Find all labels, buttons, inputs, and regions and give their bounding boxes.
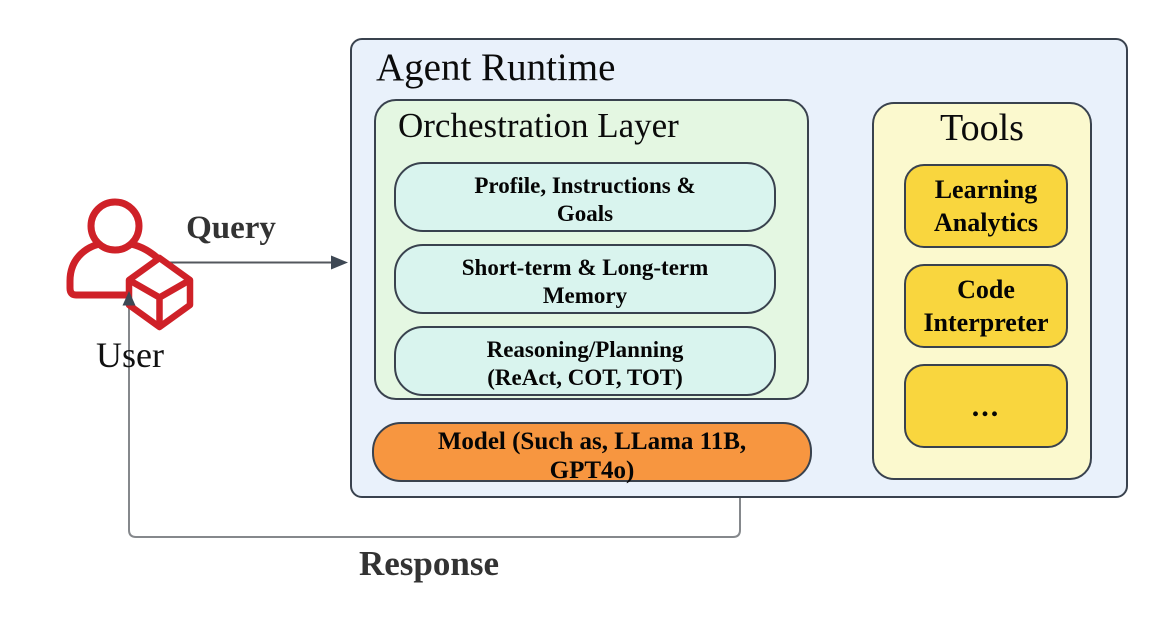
node-line: Model (Such as, LLama 11B, xyxy=(437,427,747,455)
node-line: GPT4o) xyxy=(549,456,635,484)
tools-box: Tools Learning Analytics Code Interprete… xyxy=(872,102,1092,480)
tool-learning-analytics: Learning Analytics xyxy=(904,164,1068,248)
node-line: Reasoning/Planning xyxy=(486,337,684,362)
person-body xyxy=(66,238,172,299)
node-line: Short-term & Long-term xyxy=(461,255,709,280)
tools-title: Tools xyxy=(940,107,1024,149)
tool-line: Interpreter xyxy=(923,308,1049,337)
tool-code-interpreter: Code Interpreter xyxy=(904,264,1068,348)
user-label: User xyxy=(96,335,164,375)
node-reasoning-planning: Reasoning/Planning (ReAct, COT, TOT) xyxy=(394,326,776,396)
orchestration-layer-title: Orchestration Layer xyxy=(398,106,679,145)
tool-ellipsis: ... xyxy=(904,364,1068,448)
node-line: Goals xyxy=(556,201,614,226)
tool-line: Analytics xyxy=(934,208,1038,237)
query-label: Query xyxy=(186,210,276,246)
response-label: Response xyxy=(358,544,500,583)
cube-edges xyxy=(127,277,192,327)
cube-icon xyxy=(125,254,194,331)
query-arrowhead xyxy=(331,255,348,270)
node-line: Memory xyxy=(542,283,628,308)
person-head xyxy=(87,198,143,254)
response-arrowhead xyxy=(122,291,136,306)
node-short-long-term-memory: Short-term & Long-term Memory xyxy=(394,244,776,314)
agent-runtime-title: Agent Runtime xyxy=(376,46,616,89)
node-model: Model (Such as, LLama 11B, GPT4o) xyxy=(372,422,812,484)
cube-outline xyxy=(125,254,194,331)
tool-line: Learning xyxy=(934,175,1038,204)
ellipsis-icon: ... xyxy=(971,389,1001,423)
node-line: Profile, Instructions & xyxy=(474,173,696,198)
agent-runtime-box: Agent Runtime Orchestration Layer Profil… xyxy=(350,38,1128,498)
node-line: (ReAct, COT, TOT) xyxy=(487,365,683,390)
tool-line: Code xyxy=(957,275,1015,304)
orchestration-layer-box: Orchestration Layer Profile, Instruction… xyxy=(374,99,809,400)
node-profile-instructions-goals: Profile, Instructions & Goals xyxy=(394,162,776,232)
